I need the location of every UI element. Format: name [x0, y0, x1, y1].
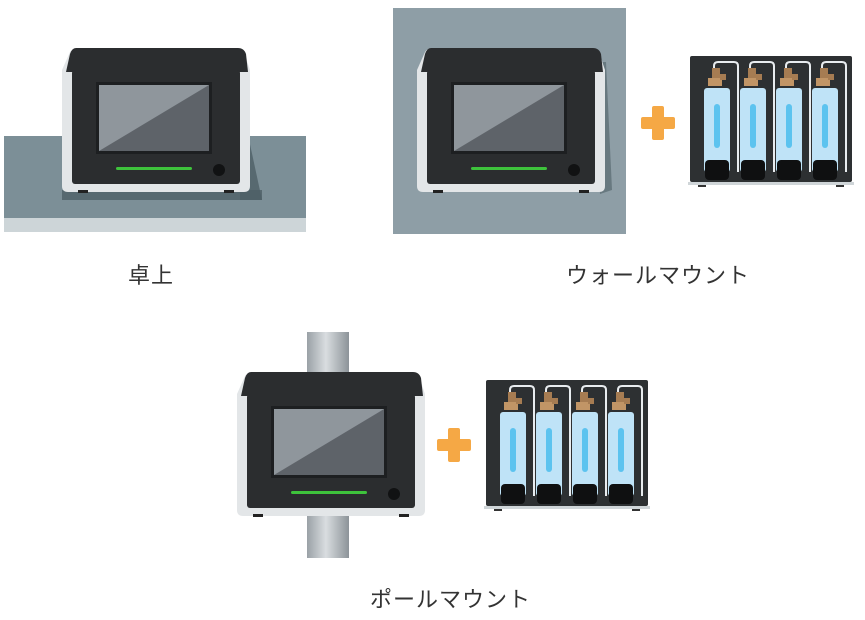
- plus-icon: [437, 428, 471, 462]
- pole-device: [237, 372, 425, 517]
- plus-icon: [641, 106, 675, 140]
- caption-pole-mount: ポールマウント: [370, 588, 532, 613]
- wall-plus-icon: [641, 106, 675, 140]
- cartridge-rack-icon: [688, 56, 854, 187]
- pole-plus-icon: [437, 428, 471, 462]
- caption-wall-mount: ウォールマウント: [566, 264, 751, 289]
- wall-cartridge-rack: [688, 56, 854, 187]
- cartridge-rack-icon: [484, 380, 650, 511]
- monitor-device-icon: [417, 48, 605, 193]
- pole-cartridge-rack: [484, 380, 650, 511]
- tabletop-device: [62, 48, 250, 193]
- monitor-device-icon: [62, 48, 250, 193]
- caption-tabletop: 卓上: [128, 264, 175, 289]
- table-edge: [4, 218, 306, 232]
- monitor-device-icon: [237, 372, 425, 517]
- wall-device: [417, 48, 605, 193]
